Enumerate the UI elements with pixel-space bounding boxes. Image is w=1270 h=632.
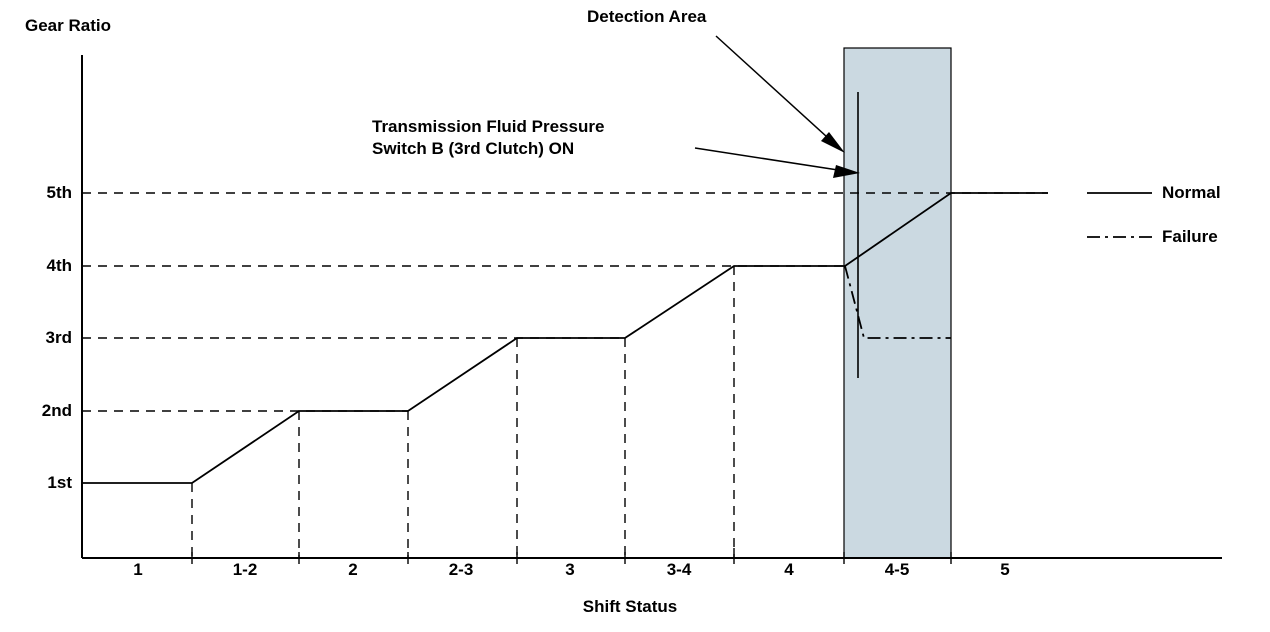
failure-curve	[844, 265, 951, 339]
x-axis-ticks	[191, 548, 952, 564]
y-tick-label-1st: 1st	[47, 473, 72, 492]
legend-label-failure: Failure	[1162, 227, 1218, 246]
legend-label-normal: Normal	[1162, 183, 1221, 202]
annotation-switch-b-line1: Transmission Fluid Pressure	[372, 117, 605, 136]
y-tick-label-2nd: 2nd	[41, 401, 72, 420]
x-tick-label-1: 1	[133, 560, 143, 579]
normal-curve	[82, 192, 1048, 484]
detection-area-arrow	[715, 35, 845, 153]
x-axis-title: Shift Status	[582, 597, 678, 616]
x-tick-label-3: 3	[565, 560, 575, 579]
annotation-switch-b-line2: Switch B (3rd Clutch) ON	[372, 139, 575, 158]
x-tick-label-5: 5	[1000, 560, 1010, 579]
x-tick-label-4: 4	[784, 560, 794, 579]
switch-b-arrow	[694, 147, 860, 178]
detection-area-band	[843, 47, 952, 559]
x-tick-label-1-2: 1-2	[232, 560, 258, 579]
y-tick-label-5th: 5th	[46, 183, 73, 202]
annotation-detection-area: Detection Area	[587, 7, 707, 26]
y-tick-label-4th: 4th	[46, 256, 73, 275]
y-tick-label-3rd: 3rd	[45, 328, 72, 347]
x-tick-label-2-3: 2-3	[448, 560, 474, 579]
vertical-gridlines	[191, 266, 735, 558]
x-tick-label-4-5: 4-5	[884, 560, 910, 579]
legend-line-samples	[1087, 192, 1152, 238]
x-tick-label-2: 2	[348, 560, 358, 579]
y-axis-title: Gear Ratio	[25, 16, 111, 35]
x-tick-label-3-4: 3-4	[666, 560, 692, 579]
